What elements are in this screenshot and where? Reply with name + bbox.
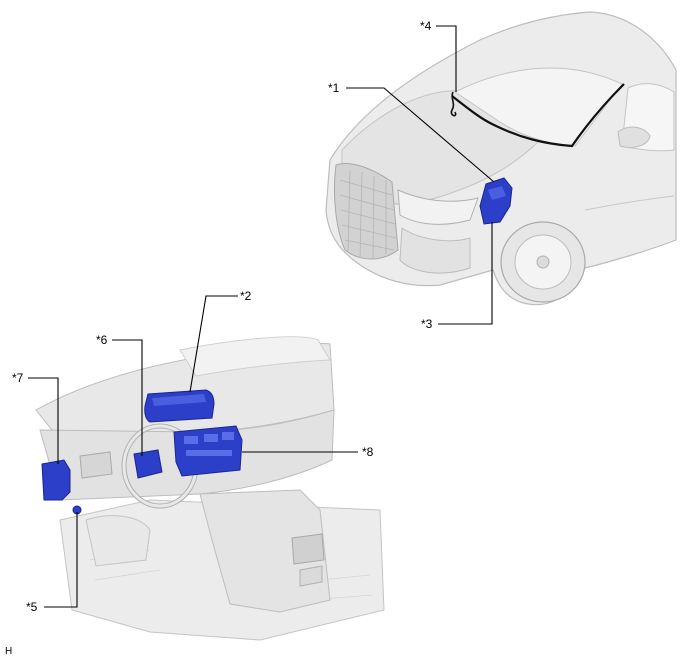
component-6-steering-airbag bbox=[133, 449, 163, 479]
component-4-sensor-wire bbox=[450, 91, 457, 117]
callout-label-5: *5 bbox=[26, 600, 38, 614]
leader-7 bbox=[28, 377, 59, 464]
callout-label-2: *2 bbox=[240, 289, 252, 303]
component-8-details bbox=[184, 432, 234, 456]
rear-console-port bbox=[299, 565, 323, 587]
grille-mesh bbox=[339, 169, 397, 259]
car-headlight bbox=[397, 189, 479, 225]
vehicle-interior-illustration bbox=[35, 336, 385, 641]
center-console bbox=[199, 489, 331, 613]
callout-label-6: *6 bbox=[96, 333, 108, 347]
car-windshield bbox=[453, 67, 623, 147]
leader-2 bbox=[189, 295, 238, 393]
leader-4 bbox=[436, 25, 457, 92]
car-side-crease bbox=[584, 195, 675, 211]
left-air-vent bbox=[79, 451, 113, 479]
leader-5 bbox=[44, 512, 78, 608]
callout-label-7: *7 bbox=[12, 371, 24, 385]
component-1-sensor-highlight bbox=[488, 186, 506, 200]
figure-code: H bbox=[5, 646, 12, 657]
callout-leader-lines bbox=[28, 25, 495, 608]
car-bumper bbox=[399, 227, 471, 274]
component-7-knee-airbag bbox=[41, 459, 71, 501]
component-1-front-sensor bbox=[479, 177, 513, 225]
windshield-molding bbox=[451, 83, 625, 148]
car-mirror bbox=[617, 126, 651, 149]
dashboard-defroster bbox=[179, 336, 331, 377]
callout-label-8: *8 bbox=[362, 445, 374, 459]
car-grille bbox=[333, 163, 399, 260]
callout-labels: *4 *1 *3 *2 *6 *7 *8 *5 bbox=[12, 19, 433, 614]
driver-seat-base bbox=[85, 515, 151, 567]
leader-1 bbox=[346, 87, 495, 183]
rear-console-vent bbox=[291, 533, 325, 565]
leader-6 bbox=[112, 339, 143, 456]
vehicle-exterior-illustration bbox=[325, 11, 677, 306]
car-wheel-hub bbox=[536, 255, 550, 269]
callout-label-1: *1 bbox=[328, 81, 340, 95]
component-2-highlight bbox=[152, 394, 206, 406]
leader-3 bbox=[438, 222, 493, 325]
callout-label-4: *4 bbox=[420, 19, 432, 33]
callout-label-3: *3 bbox=[421, 317, 433, 331]
